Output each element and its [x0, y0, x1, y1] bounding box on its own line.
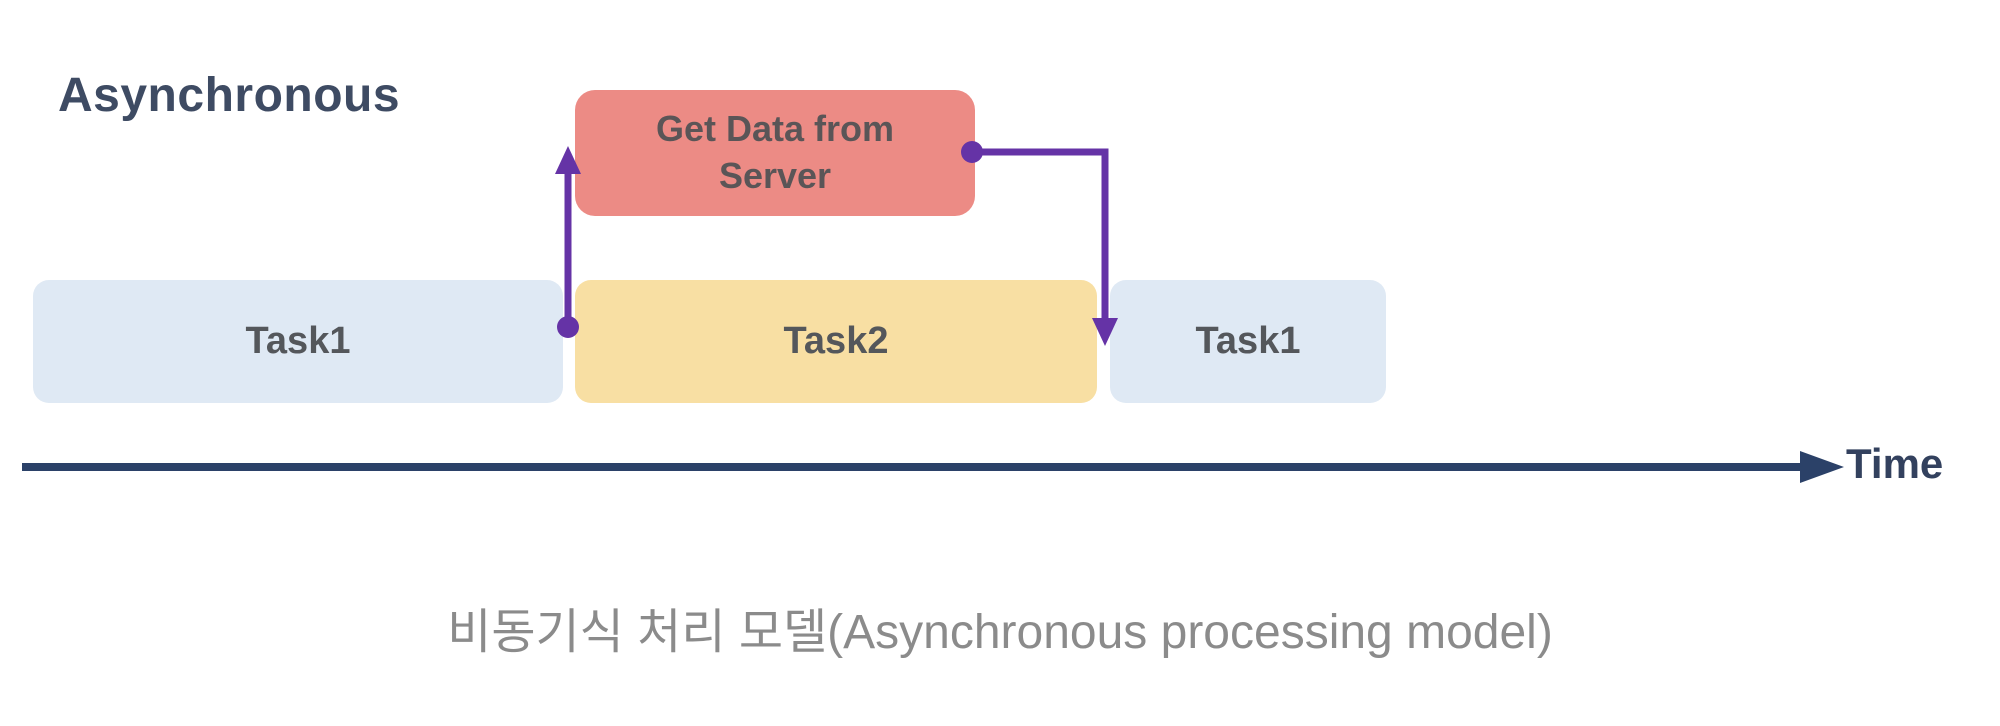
timeline-label: Time — [1846, 440, 1944, 487]
task1-block-first: Task1 — [33, 280, 563, 403]
task2-label: Task2 — [783, 320, 889, 362]
server-box-label: Get Data from Server — [655, 108, 895, 196]
timeline-arrow-icon — [22, 451, 1844, 483]
task1-first-label: Task1 — [245, 320, 351, 362]
figure-caption: 비동기식 처리 모델(Asynchronous processing model… — [447, 606, 1553, 659]
task1-block-second: Task1 — [1110, 280, 1386, 403]
server-box: Get Data from Server — [575, 90, 975, 216]
diagram-title: Asynchronous — [58, 69, 401, 122]
task2-block: Task2 — [575, 280, 1097, 403]
task1-second-label: Task1 — [1195, 320, 1301, 362]
